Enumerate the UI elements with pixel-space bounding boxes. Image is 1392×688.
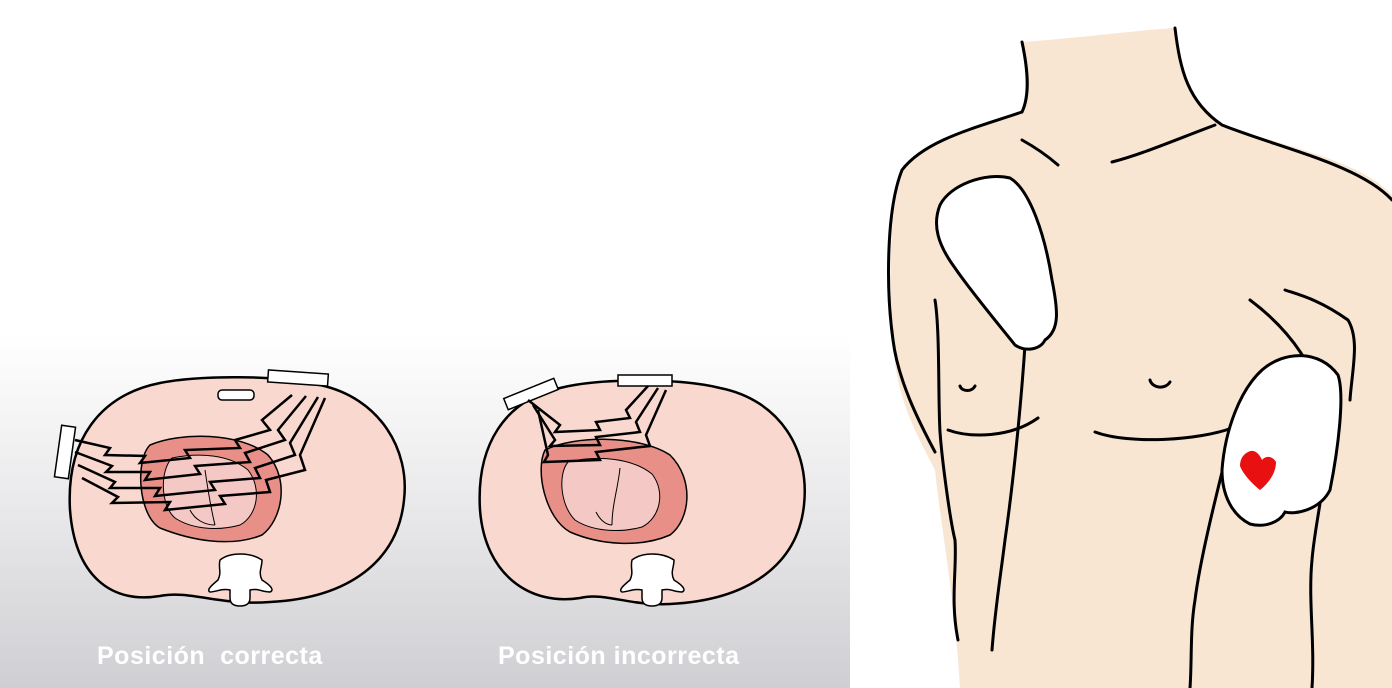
sternum-correct xyxy=(217,389,255,401)
spine-incorrect xyxy=(619,553,685,607)
heart-incorrect xyxy=(540,438,688,545)
pad-lateral-correct xyxy=(53,424,77,480)
current-bolts-correct xyxy=(74,394,327,512)
torso-illustration xyxy=(887,26,1392,688)
heart-correct xyxy=(140,435,282,543)
caption-correct-position: Posición correcta xyxy=(97,642,323,670)
caption-incorrect-position: Posición incorrecta xyxy=(498,642,740,670)
pad-lower-left-side xyxy=(1220,354,1343,527)
heart-marker xyxy=(1240,450,1276,490)
pad-front-correct xyxy=(266,369,330,387)
pad-side-incorrect xyxy=(502,377,560,411)
spine-correct xyxy=(207,553,273,607)
cross-section-correct xyxy=(53,369,406,607)
cross-section-incorrect xyxy=(478,374,806,607)
pad-front-incorrect xyxy=(617,374,673,387)
current-bolts-incorrect xyxy=(527,385,668,464)
pad-upper-right-chest xyxy=(935,175,1058,351)
